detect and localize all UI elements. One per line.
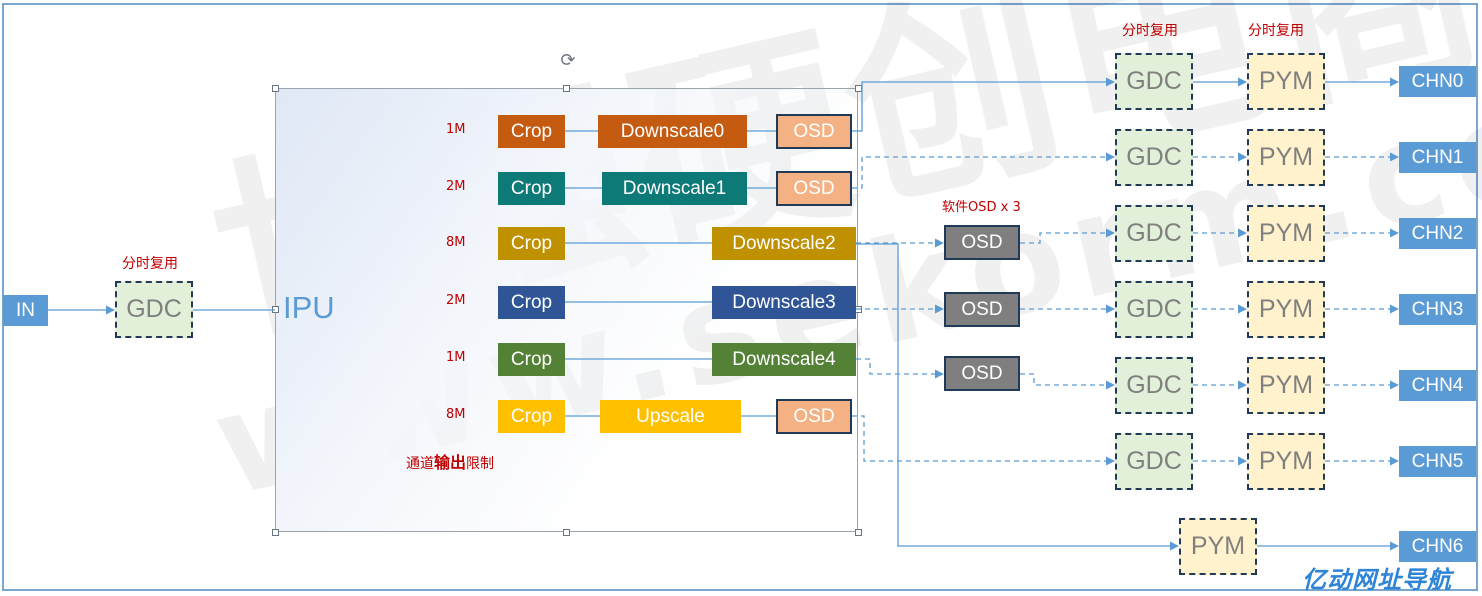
pym-node[interactable]: PYM — [1247, 433, 1325, 490]
gdc-node[interactable]: GDC — [1115, 357, 1193, 414]
crop-node[interactable]: Crop — [498, 343, 565, 376]
pym-node[interactable]: PYM — [1247, 205, 1325, 262]
crop-node[interactable]: Crop — [498, 286, 565, 319]
pym-node[interactable]: PYM — [1247, 129, 1325, 186]
res-label: 1M — [446, 350, 466, 365]
res-label: 8M — [446, 235, 466, 250]
downscale-node[interactable]: Downscale2 — [712, 227, 856, 260]
downscale-node[interactable]: Downscale3 — [712, 286, 856, 319]
res-label: 8M — [446, 407, 466, 422]
input-gdc-note: 分时复用 — [122, 256, 178, 272]
chn-output[interactable]: CHN6 — [1399, 531, 1476, 562]
wire-osd-gdc4 — [1020, 373, 1115, 390]
wire-r1-gdc1 — [852, 152, 1115, 189]
upscale-node[interactable]: Upscale — [600, 400, 741, 433]
rotate-icon[interactable]: ⟳ — [560, 50, 576, 71]
chn-output[interactable]: CHN0 — [1399, 66, 1476, 97]
crop-node[interactable]: Crop — [498, 172, 565, 205]
resize-handle-tl[interactable] — [272, 85, 279, 92]
downscale-node[interactable]: Downscale0 — [598, 115, 747, 148]
crop-node[interactable]: Crop — [498, 115, 565, 148]
soft-osd-note: 软件OSD x 3 — [942, 200, 1021, 215]
output-limit-note: 通道输出限制 — [406, 449, 494, 473]
gdc-node[interactable]: GDC — [1115, 281, 1193, 338]
gdc-node[interactable]: GDC — [1115, 53, 1193, 110]
wire-r0-gdc0 — [852, 77, 1115, 132]
gdc-node[interactable]: GDC — [1115, 433, 1193, 490]
corner-logo: 亿动网址导航 — [1302, 566, 1452, 594]
resize-handle-br[interactable] — [855, 529, 862, 536]
output-limit-bold: 输出 — [434, 453, 467, 472]
pym-node[interactable]: PYM — [1247, 281, 1325, 338]
chn-output[interactable]: CHN4 — [1399, 370, 1476, 401]
chn-output[interactable]: CHN2 — [1399, 218, 1476, 249]
osd-node[interactable]: OSD — [776, 399, 852, 434]
chn-output[interactable]: CHN1 — [1399, 142, 1476, 173]
crop-node[interactable]: Crop — [498, 227, 565, 260]
input-node[interactable]: IN — [3, 295, 48, 326]
wire-r5-gdc5 — [852, 415, 1115, 466]
pym-stage-note: 分时复用 — [1248, 23, 1304, 39]
res-label: 2M — [446, 293, 466, 308]
pym-extra-node[interactable]: PYM — [1179, 518, 1257, 575]
output-limit-post: 限制 — [466, 456, 495, 472]
osd-node[interactable]: OSD — [776, 171, 852, 206]
downscale-node[interactable]: Downscale4 — [712, 343, 856, 376]
downscale-node[interactable]: Downscale1 — [602, 172, 747, 205]
crop-node[interactable]: Crop — [498, 400, 565, 433]
wire-chn6-pym — [856, 243, 1179, 551]
output-limit-pre: 通道 — [406, 456, 434, 472]
soft-osd-node[interactable]: OSD — [944, 292, 1020, 327]
gdc-stage-note: 分时复用 — [1122, 23, 1178, 39]
input-gdc-node[interactable]: GDC — [115, 281, 193, 338]
pym-node[interactable]: PYM — [1247, 53, 1325, 110]
ipu-label: IPU — [283, 290, 335, 325]
soft-osd-node[interactable]: OSD — [944, 356, 1020, 391]
gdc-node[interactable]: GDC — [1115, 129, 1193, 186]
resize-handle-bl[interactable] — [272, 529, 279, 536]
pym-node[interactable]: PYM — [1247, 357, 1325, 414]
res-label: 1M — [446, 122, 466, 137]
wire-r4-osd — [856, 358, 944, 379]
osd-node[interactable]: OSD — [776, 114, 852, 149]
wire-osd-gdc2 — [1020, 228, 1115, 244]
chn-output[interactable]: CHN5 — [1399, 446, 1476, 477]
resize-handle-bc[interactable] — [563, 529, 570, 536]
gdc-node[interactable]: GDC — [1115, 205, 1193, 262]
soft-osd-node[interactable]: OSD — [944, 225, 1020, 260]
resize-handle-tc[interactable] — [563, 85, 570, 92]
res-label: 2M — [446, 179, 466, 194]
chn-output[interactable]: CHN3 — [1399, 294, 1476, 325]
